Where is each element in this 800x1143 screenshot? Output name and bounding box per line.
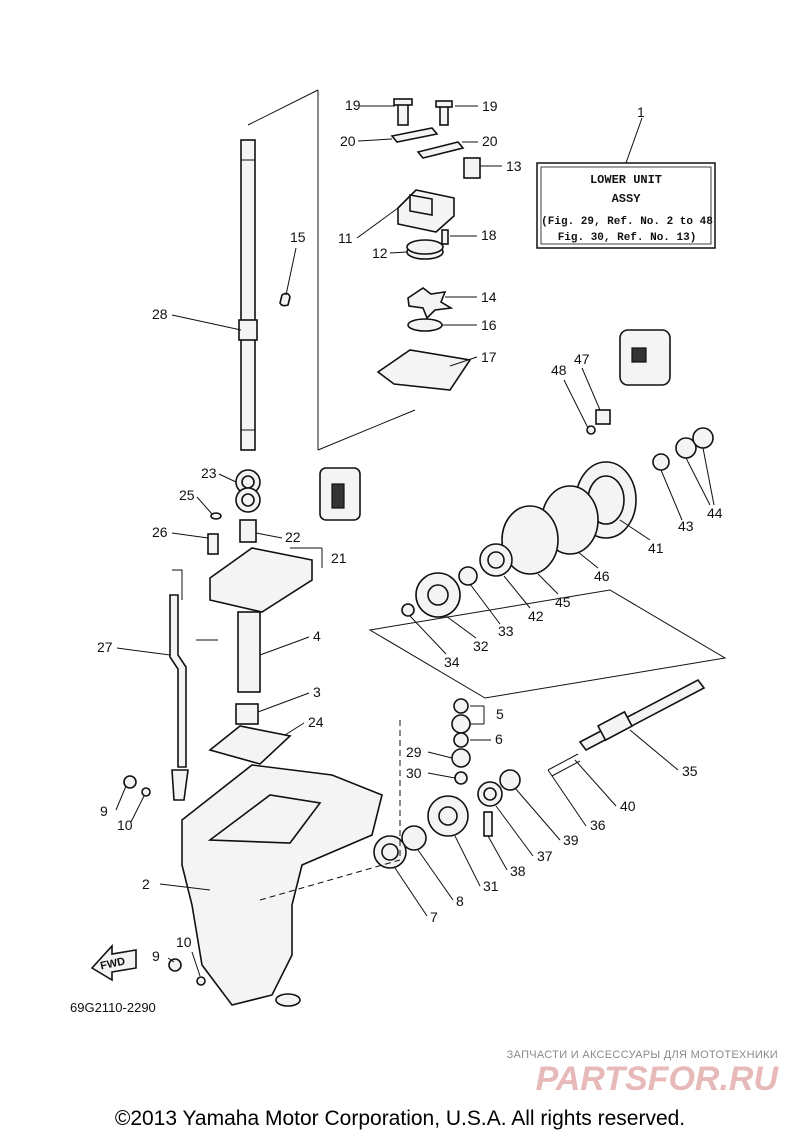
callout-2: 2 xyxy=(142,876,150,892)
lower-case xyxy=(181,764,383,1007)
callout-21: 21 xyxy=(331,550,347,566)
callout-9b: 9 xyxy=(152,948,160,964)
drawing-number: 69G2110-2290 xyxy=(70,1000,156,1015)
copyright-notice: ©2013 Yamaha Motor Corporation, U.S.A. A… xyxy=(115,1107,685,1130)
callout-44: 44 xyxy=(707,505,723,521)
callout-38: 38 xyxy=(510,863,526,879)
assembly-label-box: LOWER UNIT ASSY (Fig. 29, Ref. No. 2 to … xyxy=(536,117,716,249)
callout-15: 15 xyxy=(290,229,306,245)
callout-3: 3 xyxy=(313,684,321,700)
fwd-arrow-label: FWD xyxy=(99,956,126,973)
callout-32: 32 xyxy=(473,638,489,654)
callout-10b: 10 xyxy=(176,934,192,950)
callout-39: 39 xyxy=(563,832,579,848)
callout-27: 27 xyxy=(97,639,113,655)
callout-10a: 10 xyxy=(117,817,133,833)
callout-48: 48 xyxy=(551,362,567,378)
callout-23: 23 xyxy=(201,465,217,481)
shift-rod xyxy=(169,594,189,801)
callout-24: 24 xyxy=(308,714,324,730)
fwd-arrow: FWD xyxy=(90,943,137,982)
callout-41: 41 xyxy=(648,540,664,556)
callout-30: 30 xyxy=(406,765,422,781)
callout-36: 36 xyxy=(590,817,606,833)
assembly-title-line1: LOWER UNIT xyxy=(590,173,662,187)
callout-31: 31 xyxy=(483,878,499,894)
callout-numbers: 19 19 20 20 13 11 12 18 14 16 17 15 28 4… xyxy=(97,97,723,964)
assembly-note-line2: Fig. 30, Ref. No. 13) xyxy=(558,232,697,244)
assembly-title-line2: ASSY xyxy=(612,192,642,206)
callout-25: 25 xyxy=(179,487,195,503)
callout-33: 33 xyxy=(498,623,514,639)
leader-lines xyxy=(115,105,715,977)
group-boundary-lines xyxy=(172,569,727,901)
callout-7: 7 xyxy=(430,909,438,925)
callout-5: 5 xyxy=(496,706,504,722)
watermark: ЗАПЧАСТИ И АКСЕССУАРЫ ДЛЯ МОТОТЕХНИКИ PA… xyxy=(507,1049,780,1098)
callout-43: 43 xyxy=(678,518,694,534)
callout-46: 46 xyxy=(594,568,610,584)
callout-12: 12 xyxy=(372,245,388,261)
callout-42: 42 xyxy=(528,608,544,624)
callout-8: 8 xyxy=(456,893,464,909)
callout-6: 6 xyxy=(495,731,503,747)
callout-17: 17 xyxy=(481,349,497,365)
callout-40: 40 xyxy=(620,798,636,814)
callout-14: 14 xyxy=(481,289,497,305)
callout-37: 37 xyxy=(537,848,553,864)
callout-22: 22 xyxy=(285,529,301,545)
callout-35: 35 xyxy=(682,763,698,779)
callout-47: 47 xyxy=(574,351,590,367)
fasteners-lower xyxy=(123,775,206,986)
callout-45: 45 xyxy=(555,594,571,610)
callout-4: 4 xyxy=(313,628,321,644)
water-pump-parts xyxy=(376,98,481,391)
callout-20a: 20 xyxy=(340,133,356,149)
callout-20b: 20 xyxy=(482,133,498,149)
callout-34: 34 xyxy=(444,654,460,670)
callout-28: 28 xyxy=(152,306,168,322)
drive-shaft xyxy=(238,89,416,451)
callout-16: 16 xyxy=(481,317,497,333)
callout-1: 1 xyxy=(637,104,645,120)
drive-shaft-housing xyxy=(208,611,292,765)
clip-part-15 xyxy=(279,292,291,307)
bearing-parts-right xyxy=(401,329,714,618)
callout-26: 26 xyxy=(152,524,168,540)
watermark-subtitle: ЗАПЧАСТИ И АКСЕССУАРЫ ДЛЯ МОТОТЕХНИКИ xyxy=(507,1049,778,1061)
bearing-parts-upper xyxy=(207,467,361,613)
callout-18: 18 xyxy=(481,227,497,243)
callout-13: 13 xyxy=(506,158,522,174)
callout-11: 11 xyxy=(338,230,353,246)
propeller-shaft-parts xyxy=(373,678,706,869)
assembly-note-line1: (Fig. 29, Ref. No. 2 to 48 xyxy=(541,216,713,228)
callout-9a: 9 xyxy=(100,803,108,819)
watermark-logo: PARTSFOR.RU xyxy=(536,1060,780,1098)
callout-29: 29 xyxy=(406,744,422,760)
callout-19a: 19 xyxy=(345,97,361,113)
callout-19b: 19 xyxy=(482,98,498,114)
